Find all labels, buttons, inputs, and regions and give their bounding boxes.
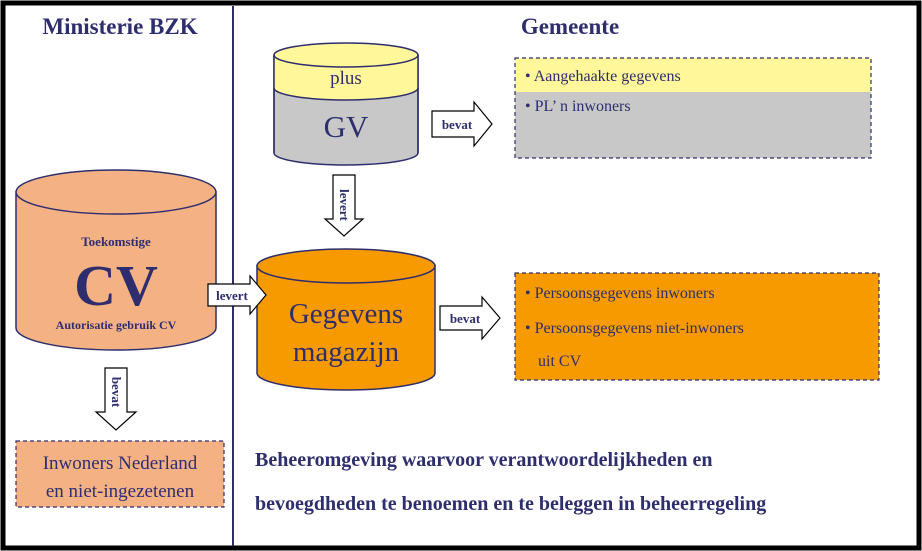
arrow-bevat-gm-label: bevat [450, 311, 481, 326]
arrow-bevat-cv-label: bevat [109, 377, 124, 408]
gm-item-niet-inwoners: • Persoonsgegevens niet-inwoners [525, 320, 744, 337]
arrow-bevat-gv-label: bevat [442, 117, 473, 132]
arrow-levert-right-label: levert [216, 288, 248, 303]
gm-label-line1: Gegevens [289, 298, 403, 330]
gm-item-uit-cv: uit CV [538, 353, 582, 370]
arrow-bevat-cv [94, 367, 138, 431]
cv-label: CV [74, 253, 158, 318]
gv-contents-box [514, 57, 872, 159]
cv-cylinder [15, 169, 217, 351]
gv-plus-label: plus [330, 68, 362, 89]
gv-cylinder [273, 42, 419, 166]
inwoners-line1: Inwoners Nederland [43, 453, 198, 474]
arrow-levert-down-label: levert [337, 189, 352, 221]
inwoners-box [15, 440, 225, 508]
gm-contents-box [514, 272, 880, 381]
gm-item-inwoners: • Persoonsgegevens inwoners [525, 285, 715, 302]
arrow-bevat-gm [439, 295, 501, 341]
arrow-levert-right [207, 274, 267, 316]
footer-line2: bevoegdheden te benoemen en te beleggen … [255, 493, 766, 515]
gv-item-pl-inwoners: • PL’ n inwoners [525, 98, 631, 115]
gv-label: GV [324, 109, 369, 144]
footer-line1: Beheeromgeving waarvoor verantwoordelijk… [255, 449, 713, 471]
gv-item-aangehaakte: • Aangehaakte gegevens [525, 68, 681, 85]
header-gemeente: Gemeente [521, 14, 619, 39]
header-ministerie: Ministerie BZK [42, 14, 197, 39]
cv-top-label: Toekomstige [81, 234, 151, 249]
gm-label-line2: magazijn [293, 336, 400, 368]
gegevensmagazijn-cylinder [256, 248, 436, 391]
cv-bottom-label: Autorisatie gebruik CV [56, 318, 177, 332]
inwoners-line2: en niet-ingezetenen [46, 481, 195, 502]
arrow-bevat-gv [431, 100, 493, 148]
arrow-levert-down [323, 174, 365, 237]
